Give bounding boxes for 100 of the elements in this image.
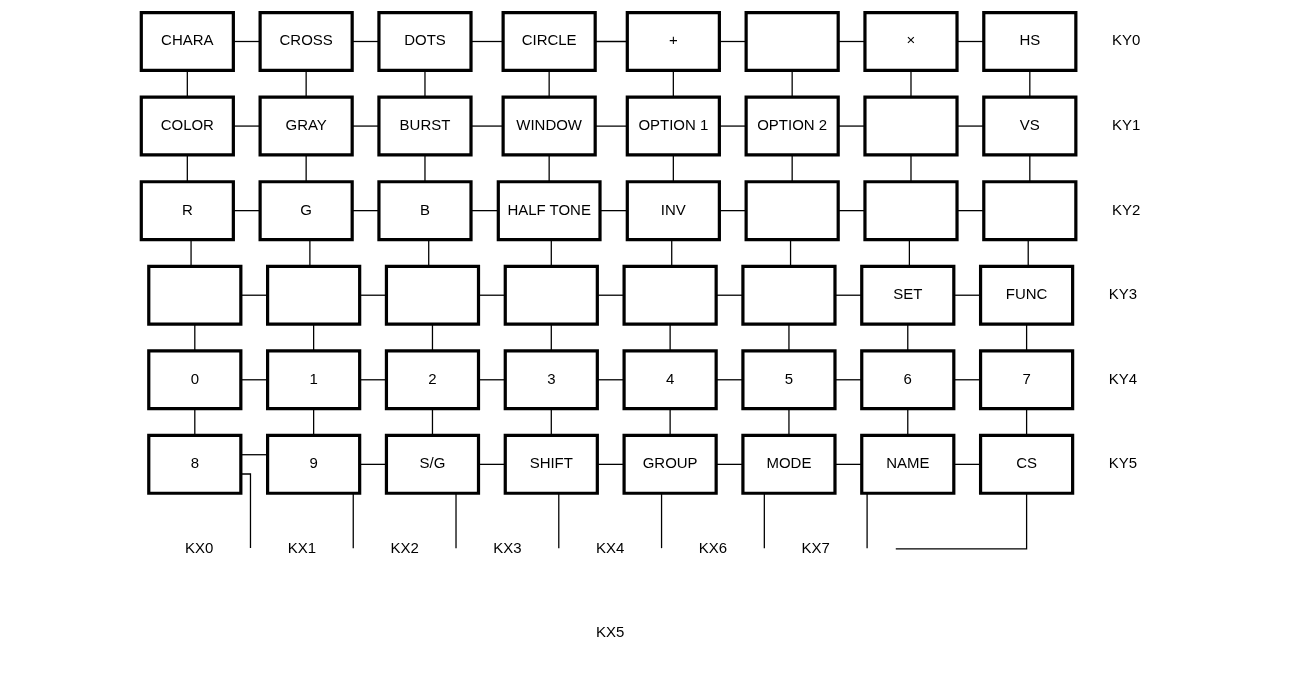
connector: [470, 125, 503, 127]
node-box: OPTION 2: [744, 95, 840, 157]
node-box: CROSS: [258, 11, 354, 72]
connector: [1025, 323, 1027, 352]
connector: [351, 125, 379, 127]
node-box: R: [139, 180, 235, 242]
connector: [470, 40, 503, 43]
node-box: +: [625, 11, 721, 72]
connector: [550, 323, 552, 352]
node-box: [265, 264, 361, 326]
node-box: [862, 95, 959, 157]
node-box: [981, 180, 1077, 242]
connector: [550, 239, 552, 267]
connector: [1025, 408, 1027, 436]
connector: [596, 379, 624, 381]
connector: [787, 408, 790, 436]
label: KY5: [1108, 454, 1137, 472]
label: KX2: [389, 538, 419, 556]
connector: [477, 294, 506, 296]
node-box: [744, 11, 840, 72]
node-box: CIRCLE: [501, 11, 597, 72]
connector: [909, 69, 912, 98]
connector: [718, 125, 746, 127]
label: KY0: [1111, 31, 1140, 49]
node-box: 9: [265, 433, 361, 495]
connector: [837, 125, 865, 127]
connector: [431, 323, 433, 352]
node-box: 7: [978, 349, 1074, 411]
node-box: HALF TONE: [496, 180, 602, 242]
connector: [193, 408, 195, 436]
node-box: ×: [862, 11, 959, 72]
connector: [791, 69, 793, 98]
node-box: [146, 264, 242, 326]
connector: [908, 239, 910, 267]
connector: [186, 69, 188, 98]
connector: [470, 210, 499, 212]
label: KX1: [287, 538, 316, 556]
connector: [660, 492, 662, 549]
connector: [596, 294, 624, 296]
connector: [837, 40, 865, 43]
connector: [557, 492, 559, 549]
label: KX0: [184, 538, 213, 556]
node-box: WINDOW: [501, 95, 597, 157]
connector: [358, 379, 387, 381]
node-box: GRAY: [258, 95, 354, 157]
node-box: DOTS: [376, 11, 473, 72]
connector: [787, 323, 790, 352]
label: KY4: [1108, 369, 1137, 387]
connector: [454, 492, 457, 549]
connector: [952, 294, 981, 296]
node-box: NAME: [859, 433, 955, 495]
connector: [669, 323, 671, 352]
label: KX6: [698, 538, 727, 556]
connector: [598, 210, 628, 212]
connector: [670, 239, 672, 267]
node-box: [384, 264, 480, 326]
node-box: INV: [625, 180, 721, 242]
connector: [550, 408, 552, 436]
connector: [239, 454, 268, 456]
connector: [791, 154, 793, 183]
connector: [834, 463, 862, 465]
node-box: [744, 180, 840, 242]
connector: [952, 463, 981, 465]
connector: [193, 323, 195, 352]
connector: [956, 125, 984, 127]
connector: [189, 239, 192, 267]
connector: [718, 40, 746, 43]
node-box: COLOR: [139, 95, 235, 157]
connector: [894, 492, 1027, 550]
node-box: [503, 264, 599, 326]
connector: [305, 69, 307, 98]
node-box: SET: [859, 264, 955, 326]
connector: [596, 463, 624, 465]
connector: [1028, 154, 1030, 183]
connector: [906, 408, 908, 436]
connector: [352, 492, 354, 549]
connector: [672, 154, 674, 183]
connector: [909, 154, 912, 183]
connector: [834, 294, 862, 296]
label: KY1: [1111, 116, 1140, 134]
node-box: BURST: [376, 95, 473, 157]
connector: [956, 210, 984, 212]
connector: [239, 379, 268, 381]
connector: [669, 408, 671, 436]
node-box: VS: [981, 95, 1077, 157]
connector: [1027, 239, 1029, 267]
connector: [865, 492, 868, 549]
connector: [239, 294, 268, 296]
connector: [906, 323, 908, 352]
connector: [232, 210, 260, 212]
node-box: HS: [981, 11, 1077, 72]
node-box: FUNC: [978, 264, 1074, 326]
connector: [232, 40, 260, 43]
node-box: G: [258, 180, 354, 242]
connector: [715, 379, 743, 381]
node-box: 1: [265, 349, 361, 411]
node-box: 0: [146, 349, 242, 411]
node-box: CHARA: [139, 11, 235, 72]
node-box: [740, 264, 837, 326]
connector: [305, 154, 307, 183]
